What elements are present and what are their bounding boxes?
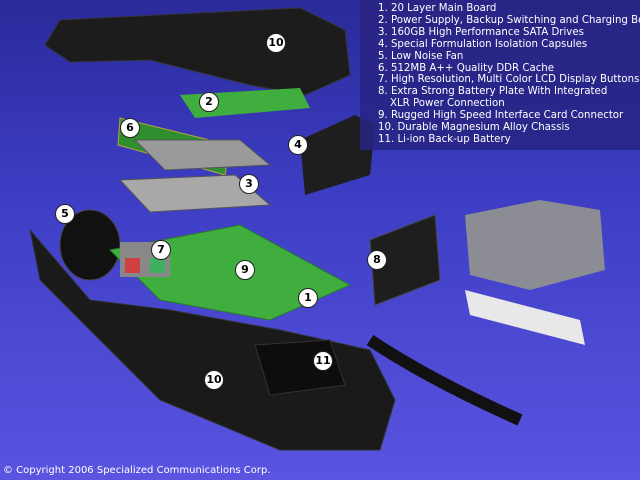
- legend-item: 7. High Resolution, Multi Color LCD Disp…: [378, 74, 640, 86]
- callout-10-top: 10: [266, 33, 286, 53]
- sata-drive-1: [133, 139, 272, 171]
- backup-battery: [254, 339, 346, 396]
- legend-item: 4. Special Formulation Isolation Capsule…: [378, 38, 588, 50]
- sata-drive-2: [118, 174, 272, 213]
- callout-7: 7: [151, 240, 171, 260]
- callout-4: 4: [288, 135, 308, 155]
- callout-1: 1: [298, 288, 318, 308]
- callout-11: 11: [313, 351, 333, 371]
- red-button: [125, 258, 140, 273]
- legend-item: 8. Extra Strong Battery Plate With Integ…: [378, 86, 608, 98]
- battery-pack: [465, 200, 605, 290]
- legend: 1. 20 Layer Main Board 2. Power Supply, …: [360, 0, 640, 150]
- side-panel: [300, 115, 375, 195]
- chassis: [29, 228, 396, 451]
- legend-item: 2. Power Supply, Backup Switching and Ch…: [378, 14, 640, 26]
- legend-item: 11. Li-ion Back-up Battery: [378, 133, 511, 145]
- callout-2: 2: [199, 92, 219, 112]
- xlr-plug: [465, 290, 585, 345]
- legend-item: 1. 20 Layer Main Board: [378, 3, 497, 14]
- copyright-text: © Copyright 2006 Specialized Communicati…: [3, 465, 271, 476]
- legend-item: XLR Power Connection: [390, 98, 505, 110]
- legend-item: 5. Low Noise Fan: [378, 50, 464, 62]
- callout-10-bottom: 10: [204, 370, 224, 390]
- xlr-cable: [366, 335, 523, 426]
- callout-8: 8: [367, 250, 387, 270]
- green-button: [150, 258, 165, 273]
- callout-9: 9: [235, 260, 255, 280]
- legend-item: 3. 160GB High Performance SATA Drives: [378, 26, 584, 38]
- callout-5: 5: [55, 204, 75, 224]
- legend-item: 9. Rugged High Speed Interface Card Conn…: [378, 110, 624, 122]
- top-cover: [44, 7, 351, 96]
- legend-item: 6. 512MB A++ Quality DDR Cache: [378, 62, 555, 74]
- legend-item: 10. Durable Magnesium Alloy Chassis: [378, 122, 570, 134]
- callout-3: 3: [239, 174, 259, 194]
- callout-6: 6: [120, 118, 140, 138]
- battery-plate: [369, 214, 441, 306]
